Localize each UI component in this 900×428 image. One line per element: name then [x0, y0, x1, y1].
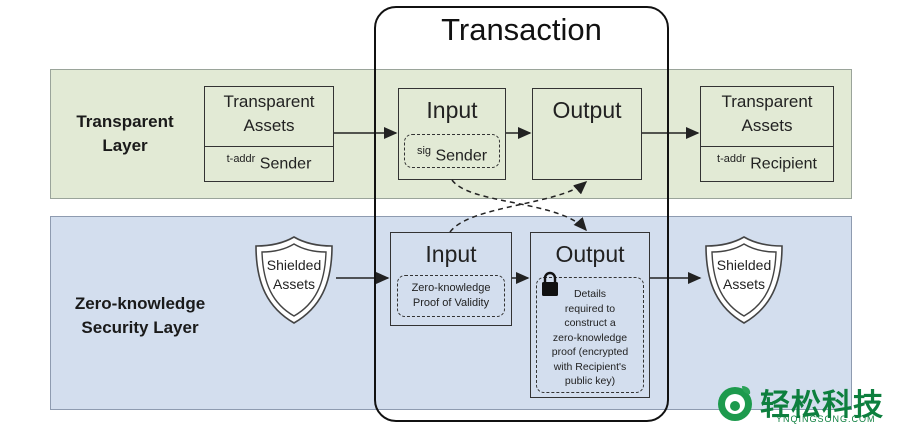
proof-line1: Zero-knowledge — [411, 282, 491, 294]
dashed-arrow-sig-to-zk-output — [451, 179, 587, 232]
watermark-domain: YNQINGSONG.COM — [776, 414, 876, 424]
left-shield-text: Shielded Assets — [252, 256, 336, 294]
zk-layer-label: Zero-knowledge Security Layer — [60, 292, 220, 340]
details-line: with Recipient's — [553, 360, 627, 373]
transparent-output-label: Output — [552, 97, 622, 123]
transparent-input-label: Input — [426, 97, 478, 123]
zk-layer-label-line1: Zero-knowledge — [74, 294, 206, 313]
transparent-layer-label: Transparent Layer — [60, 110, 190, 158]
details-line: construct a — [564, 317, 616, 329]
left-shield-icon — [255, 236, 333, 324]
proof-line2: Proof of Validity — [412, 297, 490, 309]
dashed-arrow-zk-input-to-output — [449, 181, 588, 233]
left-addr-prefix: t-addr — [226, 153, 256, 165]
watermark-name: 轻松科技 — [760, 389, 884, 422]
transparent-layer-label-line2: Layer — [102, 136, 148, 155]
transparent-layer-label-line1: Transparent — [76, 112, 174, 131]
transaction-frame — [374, 6, 669, 422]
left-addr-name: Sender — [259, 155, 312, 173]
left-shield-line2: Assets — [272, 276, 315, 292]
left-assets-line2: Assets — [243, 116, 295, 135]
right-assets-line1: Transparent — [721, 92, 813, 111]
details-line: zero-knowledge — [552, 331, 628, 344]
zk-input-box: Input — [390, 232, 512, 326]
right-addr-name: Recipient — [750, 155, 817, 173]
transparent-input-box: Input — [398, 88, 506, 180]
zk-input-label: Input — [425, 241, 477, 267]
right-shield-icon — [705, 236, 783, 324]
lock-icon — [542, 271, 558, 296]
right-addr-prefix: t-addr — [717, 153, 746, 165]
sig-prefix: sig — [416, 145, 431, 157]
sig-name: Sender — [435, 147, 488, 165]
details-line: proof (encrypted — [551, 346, 629, 358]
right-shield-text: Shielded Assets — [702, 256, 786, 294]
right-shield-line1: Shielded — [716, 257, 772, 273]
sig-sender-box: sig Sender — [404, 134, 500, 168]
zk-proof-box: Zero-knowledge Proof of Validity — [397, 275, 505, 317]
transparent-output-box: Output — [532, 88, 642, 180]
details-line: required to — [564, 302, 616, 315]
watermark-logo-icon — [718, 386, 752, 421]
right-shield-line2: Assets — [722, 276, 765, 292]
right-assets-line2: Assets — [741, 116, 793, 135]
transaction-title: Transaction — [441, 12, 602, 47]
left-transparent-assets-box: Transparent Assets t-addr Sender — [204, 86, 334, 182]
left-shield-line1: Shielded — [266, 257, 322, 273]
details-line: public key) — [564, 375, 616, 387]
details-box: Details required to construct a zero-kno… — [536, 277, 644, 393]
right-transparent-assets-box: Transparent Assets t-addr Recipient — [700, 86, 834, 182]
zk-layer-label-line2: Security Layer — [81, 318, 199, 337]
details-line: Details — [573, 288, 607, 300]
left-assets-line1: Transparent — [223, 92, 315, 111]
zk-output-box: Output — [530, 232, 650, 398]
zk-output-label: Output — [555, 241, 625, 267]
